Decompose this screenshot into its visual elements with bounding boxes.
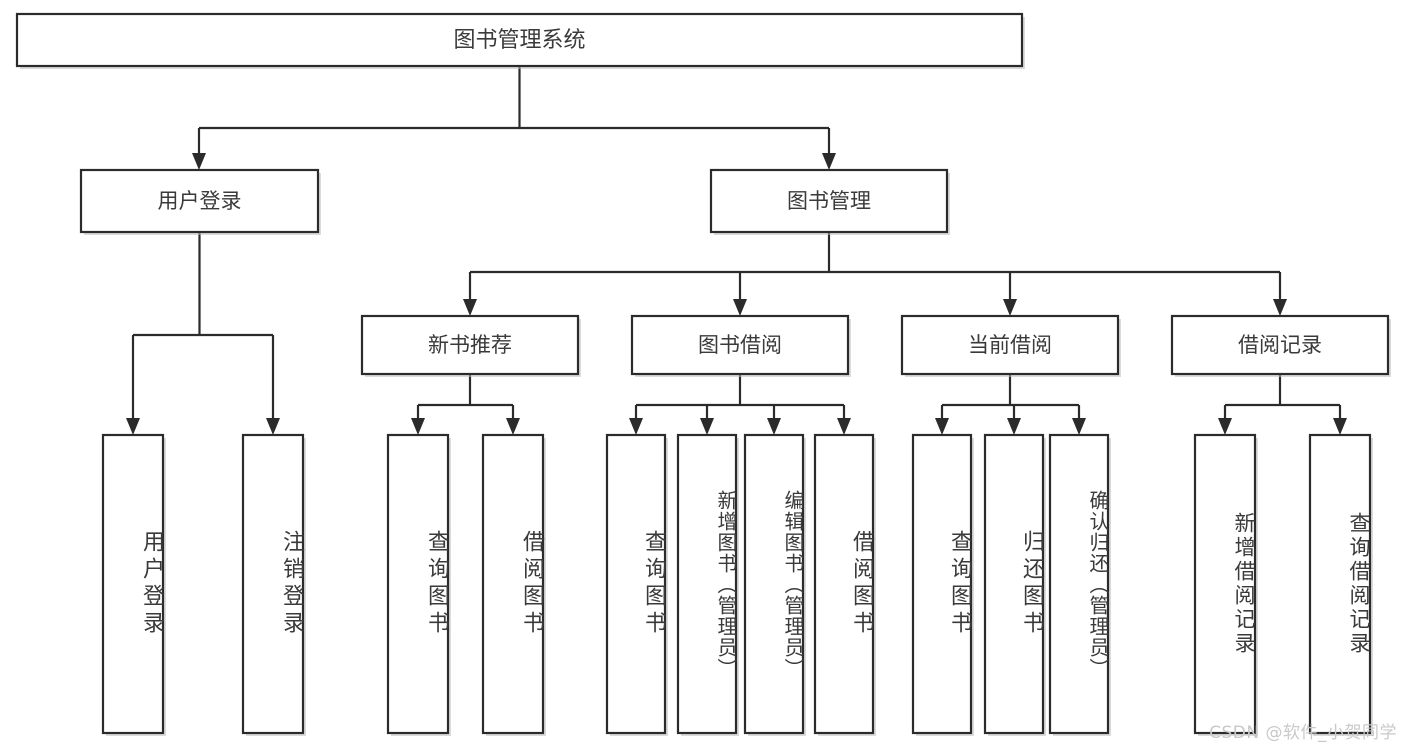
node-box-book-manage[interactable] — [709, 168, 949, 234]
node-box-root[interactable] — [15, 12, 1024, 68]
conn-borrow-record-bus-arrow-0 — [1218, 418, 1232, 435]
node-box-current-borrow[interactable] — [900, 314, 1120, 376]
node-label-book-borrow: 图书借阅 — [698, 333, 782, 357]
conn-new-book-bus-arrow-1 — [506, 418, 520, 435]
conn-user-login-bus-arrow-0 — [126, 418, 140, 435]
node-box-leaf-add-book[interactable] — [676, 433, 738, 735]
csdn-watermark: CSDN @软件_小贺同学 — [1209, 723, 1397, 743]
node-label-new-book-recommend: 新书推荐 — [428, 333, 512, 357]
conn-current-borrow-bus-arrow-1 — [1007, 418, 1021, 435]
node-box-leaf-return-book[interactable] — [983, 433, 1045, 735]
node-box-leaf-query-book-3[interactable] — [911, 433, 973, 735]
node-box-leaf-borrow-book-2[interactable] — [813, 433, 875, 735]
node-label-root: 图书管理系统 — [453, 28, 585, 53]
node-box-leaf-confirm-return[interactable] — [1048, 433, 1110, 735]
node-box-book-borrow[interactable] — [630, 314, 850, 376]
node-label-borrow-record: 借阅记录 — [1238, 333, 1322, 357]
conn-book-manage-bus-arrow-3 — [1273, 299, 1287, 316]
node-box-leaf-user-login[interactable] — [101, 433, 165, 735]
node-label-current-borrow: 当前借阅 — [968, 333, 1052, 357]
node-box-leaf-query-book-2[interactable] — [605, 433, 667, 735]
conn-root-bus-arrow-1 — [822, 153, 836, 170]
node-box-leaf-query-record[interactable] — [1308, 433, 1372, 735]
node-box-leaf-query-book-1[interactable] — [386, 433, 450, 735]
connections-layer — [126, 66, 1347, 435]
conn-book-borrow-bus-arrow-1 — [700, 418, 714, 435]
conn-book-manage-bus-arrow-0 — [463, 299, 477, 316]
node-box-new-book-recommend[interactable] — [360, 314, 580, 376]
conn-book-borrow-bus-arrow-2 — [767, 418, 781, 435]
conn-book-manage-bus-arrow-2 — [1003, 299, 1017, 316]
conn-borrow-record-bus-arrow-1 — [1333, 418, 1347, 435]
conn-book-borrow-bus-arrow-3 — [837, 418, 851, 435]
node-box-user-login[interactable] — [79, 168, 320, 234]
boxes-layer — [15, 12, 1391, 736]
node-box-leaf-logout[interactable] — [241, 433, 305, 735]
node-box-leaf-edit-book[interactable] — [743, 433, 805, 735]
conn-new-book-bus-arrow-0 — [411, 418, 425, 435]
node-box-borrow-record[interactable] — [1170, 314, 1390, 376]
conn-user-login-bus-arrow-1 — [266, 418, 280, 435]
conn-root-bus-arrow-0 — [192, 153, 206, 170]
conn-book-borrow-bus-arrow-0 — [629, 418, 643, 435]
conn-current-borrow-bus-arrow-2 — [1072, 418, 1086, 435]
conn-book-manage-bus-arrow-1 — [733, 299, 747, 316]
node-label-book-manage: 图书管理 — [787, 189, 871, 213]
conn-current-borrow-bus-arrow-0 — [935, 418, 949, 435]
node-label-user-login: 用户登录 — [158, 189, 242, 213]
node-box-leaf-borrow-book-1[interactable] — [481, 433, 545, 735]
node-box-leaf-add-record[interactable] — [1193, 433, 1257, 735]
